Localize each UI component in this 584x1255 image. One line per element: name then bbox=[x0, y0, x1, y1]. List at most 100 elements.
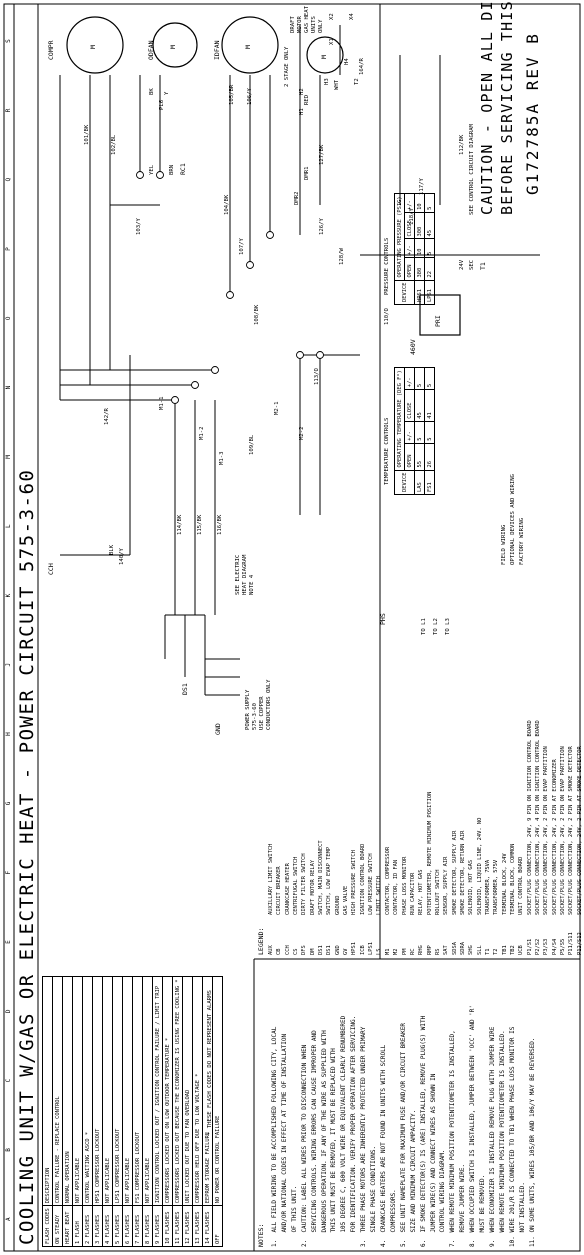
flash-desc-cell: COMPRESSOR HELD OFF DUE TO LOW VOLTAGE * bbox=[192, 976, 203, 1206]
legend-desc: SOCKET/PLUG CONNECTION, 24V, 9 PIN ON IG… bbox=[526, 720, 533, 915]
flash-desc-cell: COMPRESSORS LOCKED OUT BECAUSE THE ECONO… bbox=[172, 976, 183, 1206]
wire-brn: BRN bbox=[169, 164, 175, 175]
legend-row: M2CONTACTOR, ID FAN bbox=[393, 720, 401, 955]
compr-motor-symbol: M bbox=[89, 45, 97, 49]
legend-abbrev: T2 bbox=[493, 948, 500, 956]
electric-heat-line-1: SEE ELECTRIC bbox=[235, 554, 241, 595]
legend-desc: DRAFT MOTOR RELAY bbox=[309, 859, 316, 915]
pressure-controls-cell: 22 bbox=[424, 257, 435, 281]
grid-letter: M bbox=[5, 455, 12, 459]
flash-code-cell: 4 FLASHES bbox=[102, 1205, 113, 1247]
note-line: JUMPER WIRE(S) AND CONNECT WIRES AS SHOW… bbox=[429, 1073, 437, 1247]
temp-controls-device-header: DEVICE bbox=[394, 470, 415, 495]
note-line: DANGEROUS OPERATION. IF ANY OF THE WIRE … bbox=[320, 1030, 328, 1247]
see-control-note: SEE CONTROL CIRCUIT DIAGRAM bbox=[469, 124, 475, 215]
note-line: AND/OR NATIONAL CODES IN EFFECT AT TIME … bbox=[280, 1033, 288, 1247]
flash-code-cell: OFF bbox=[212, 1205, 223, 1247]
legend-row: T2TRANSFORMER, 575V bbox=[493, 720, 501, 955]
legend-abbrev: TB1 bbox=[501, 945, 508, 955]
legend-abbrev: AUX bbox=[268, 945, 274, 955]
legend-row: GNDGROUND bbox=[335, 720, 343, 955]
gnd-label: GND bbox=[214, 723, 222, 735]
legend-desc: SMOKE DETECTOR, SUPPLY AIR bbox=[451, 830, 458, 915]
wire-107: 107/Y bbox=[239, 238, 245, 255]
sec-label: SEC bbox=[469, 259, 475, 270]
legend-row: SDRA SMOKE DETECTOR, RETURN AIR bbox=[460, 720, 468, 955]
legend-row: SHGSOLENOID, HOT GAS bbox=[468, 720, 476, 955]
legend-row: ICBIGNITION CONTROL BOARD bbox=[360, 720, 368, 955]
grid-letter: E bbox=[5, 940, 12, 944]
rc1-label: RC1 bbox=[179, 163, 187, 175]
grid-letter: F bbox=[5, 870, 12, 875]
note-line: 10. WIRE 201/R IS CONNECTED TO TB1 WHEN … bbox=[508, 1026, 516, 1247]
legend-desc: RELAY, HOT GAS bbox=[418, 869, 425, 915]
legend-row: RMPPOTENTIOMETER, REMOTE MINIMUM POSITIO… bbox=[427, 720, 435, 955]
temp-controls-cell: 5 bbox=[414, 367, 425, 390]
flash-desc-cell: NO POWER OR CONTROL FAILURE bbox=[212, 976, 223, 1206]
note-line: 11. ON SOME UNITS, WIRES 105/BR AND 106/… bbox=[528, 1037, 536, 1247]
note-line: SINGLE PHASE CONDITIONS. bbox=[370, 1145, 378, 1247]
temp-controls-cell: 41 bbox=[424, 389, 435, 422]
legend-abbrev: LPS1 bbox=[368, 942, 375, 955]
note-line: CONTROL WIRING DIAGRAM. bbox=[439, 1149, 447, 1247]
legend-desc: UNIT CONTROL BOARD bbox=[518, 856, 525, 915]
note-line: 9. WHEN ECONOMIZER IS INSTALLED REMOVE P… bbox=[488, 1026, 496, 1247]
flash-code-cell: 5 FLASHES bbox=[112, 1205, 123, 1247]
pressure-controls-cell: 10 bbox=[414, 193, 425, 213]
wire-113: 113/O bbox=[314, 368, 320, 385]
x4-label: X4 bbox=[349, 13, 355, 20]
legend-row: PMPHASE LOSS MONITOR bbox=[402, 720, 410, 955]
m1-2-label: M1-2 bbox=[199, 426, 205, 440]
legend-abbrev: SDRA bbox=[459, 942, 466, 955]
flash-desc-cell: NOT APPLICABLE bbox=[142, 976, 153, 1206]
caution-line-1: CAUTION - OPEN ALL DISCONNECTS bbox=[478, 0, 496, 215]
legend-desc: CONTACTOR, COMPRESSOR bbox=[384, 846, 391, 915]
v460-label: 460V bbox=[409, 339, 417, 355]
m1-3-label: M1-3 bbox=[219, 451, 225, 465]
legend-desc: IGNITION CONTROL BOARD bbox=[359, 843, 366, 915]
legend-row: DFSDIRTY FILTER SWITCH bbox=[301, 720, 309, 955]
pressure-controls-cell: 5 bbox=[424, 193, 435, 213]
flash-desc-cell: IGNITION CONTROL LOCKED OUT / IGNITION C… bbox=[152, 976, 163, 1206]
draft-motor-symbol: M bbox=[320, 55, 328, 59]
temp-controls-cell: 5 bbox=[414, 421, 425, 444]
legend-desc: SOCKET/PLUG CONNECTION, 24V, 2 PIN AT SM… bbox=[576, 746, 583, 915]
legend-abbrev: P2/S2 bbox=[535, 938, 541, 955]
legend-abbrev: P1/S1 bbox=[526, 938, 533, 955]
temp-controls-cell: 55 bbox=[414, 443, 425, 471]
flash-code-cell: HEART BEAT bbox=[62, 1205, 73, 1247]
power-supply-line-2: 575-3-60 bbox=[252, 703, 258, 730]
temp-controls-subheader-cell: +/- bbox=[404, 367, 415, 390]
grid-letter: D bbox=[5, 1009, 12, 1014]
legend-abbrev: PM bbox=[401, 948, 408, 956]
legend-desc: LOW PRESSURE SWITCH bbox=[368, 853, 375, 915]
dmr2-label: DMR2 bbox=[294, 191, 300, 205]
legend-desc: POTENTIOMETER, REMOTE MINIMUM POSITION bbox=[426, 791, 433, 915]
temp-controls-cell: 45 bbox=[414, 389, 425, 422]
legend-row: LPS1 LOW PRESSURE SWITCH bbox=[368, 720, 376, 955]
wire-142: 142/R bbox=[104, 408, 110, 425]
legend-desc: SOCKET/PLUG CONNECTION, 24V, 2 PIN ON EV… bbox=[560, 746, 567, 915]
flash-desc-cell: FS1 COMPRESSOR LOCKOUT bbox=[132, 976, 143, 1206]
legend-row: UCBUNIT CONTROL BOARD bbox=[518, 720, 526, 955]
wire-126: 126/Y bbox=[319, 218, 325, 235]
grid-letter: H bbox=[5, 732, 12, 736]
wire-109: 109/BL bbox=[249, 434, 255, 455]
legend-desc: SWITCH, MAIN DISCONNECT bbox=[318, 840, 325, 915]
legend-desc: SOLENOID, HOT GAS bbox=[468, 859, 475, 915]
legend-abbrev: RC bbox=[409, 948, 416, 956]
pressure-controls-device-header: DEVICE bbox=[394, 280, 415, 305]
legend-row: GVGAS VALVE bbox=[343, 720, 351, 955]
wire-114: 114/BK bbox=[177, 514, 183, 535]
note-line: OF THIS UNIT. bbox=[290, 1185, 298, 1247]
note-line: WHEN REMOTE MINIMUM POSITION POTENTIOMET… bbox=[498, 1030, 506, 1247]
legend-row: P1/S1 SOCKET/PLUG CONNECTION, 24V, 9 PIN … bbox=[527, 720, 535, 955]
legend-desc: SMOKE DETECTOR, RETURN AIR bbox=[459, 830, 466, 915]
document-number: G172785A REV B bbox=[523, 32, 542, 195]
